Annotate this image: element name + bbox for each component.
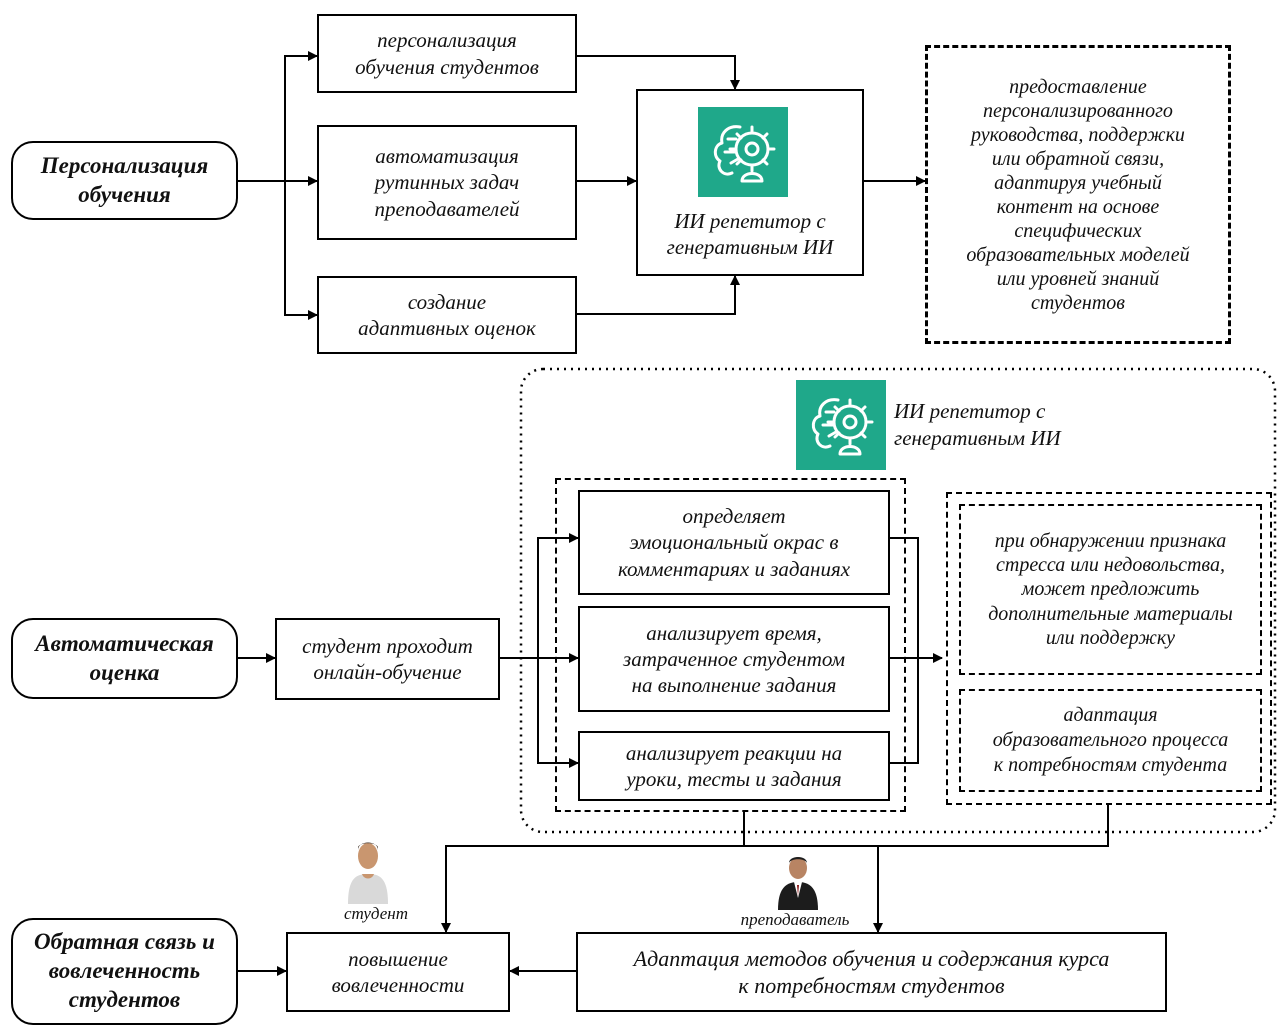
ai-tutor-label: ИИ репетитор с генеративным ИИ [666,208,834,259]
adapt-process-box: адаптация образовательного процесса к по… [959,689,1262,792]
time-analysis-box: анализирует время, затраченное студентом… [578,606,890,712]
analysis-group [555,478,906,812]
personalized-guidance-box: предоставление персонализированного руко… [925,45,1231,344]
automatic-assessment-label: Автоматическая оценка [11,618,238,699]
personalize-students-box: персонализация обучения студентов [317,14,577,93]
tutor-group-outline [519,367,1277,834]
ai-tutor-caption: ИИ репетитор с генеративным ИИ [894,399,1061,451]
feedback-engagement-label: Обратная связь и вовлеченность студентов [11,918,238,1025]
personalization-label: Персонализация обучения [11,141,238,220]
teacher-caption: преподаватель [740,910,850,929]
ai-gear-icon [796,380,886,470]
outcomes-group [946,492,1272,805]
adaptive-assessments-box: создание адаптивных оценок [317,276,577,354]
student-avatar-icon [346,838,390,904]
automate-tasks-box: автоматизация рутинных задач преподавате… [317,125,577,240]
reactions-analysis-box: анализирует реакции на уроки, тесты и за… [578,731,890,801]
ai-gear-icon [698,107,788,197]
student-caption: студент [344,904,408,923]
stress-support-box: при обнаружении признака стресса или нед… [959,504,1262,675]
student-online-box: студент проходит онлайн-обучение [275,618,500,700]
engagement-box: повышение вовлеченности [286,932,510,1012]
teacher-avatar-icon [776,854,820,910]
adapt-methods-box: Адаптация методов обучения и содержания … [576,932,1167,1012]
emotion-detection-box: определяет эмоциональный окрас в коммент… [578,490,890,595]
